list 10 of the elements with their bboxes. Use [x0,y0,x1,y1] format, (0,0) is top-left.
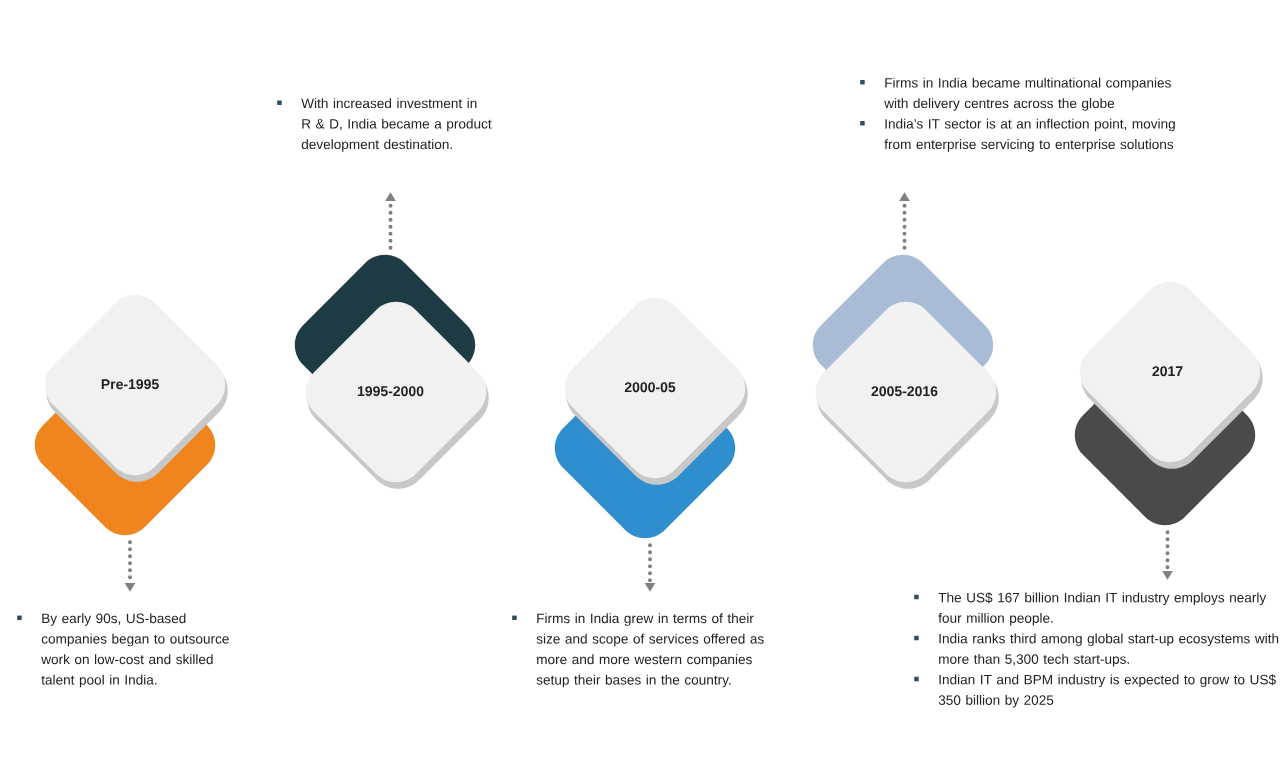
year-diamond-drawing: Pre-1995 [34,294,228,536]
bullet-list: Firms in India grew in terms of their size and scope of services offered as more and more western companies setup their bases in the country. [512,613,764,688]
bullet-list: Firms in India became multinational companies with delivery centres across the globe India’s IT sector is at an inflection point, moving from enterprise servicing to enterprise solutions [860,77,1175,152]
bullet-list: The US$ 167 billion Indian IT industry employs nearly four million people. India ranks third among global start-up ecosystems with more than 5,300 tech start-ups. Indian IT and BPM industry is expected to grow to US$ 350 billion by 2025 [914,592,1279,708]
year-diamond-drawing: 1995-2000 [294,254,489,489]
year-diamond-drawing: 2005-2016 [812,254,999,489]
bullet-list: With increased investment in R & D, India became a product development destination. [277,98,492,152]
bullet-list: By early 90s, US-based companies began to outsource work on low-cost and skilled talent pool in India. [17,613,229,688]
year-diamond-drawing: 2017 [1074,281,1263,526]
year-diamond-drawing: 2000-05 [554,297,748,539]
